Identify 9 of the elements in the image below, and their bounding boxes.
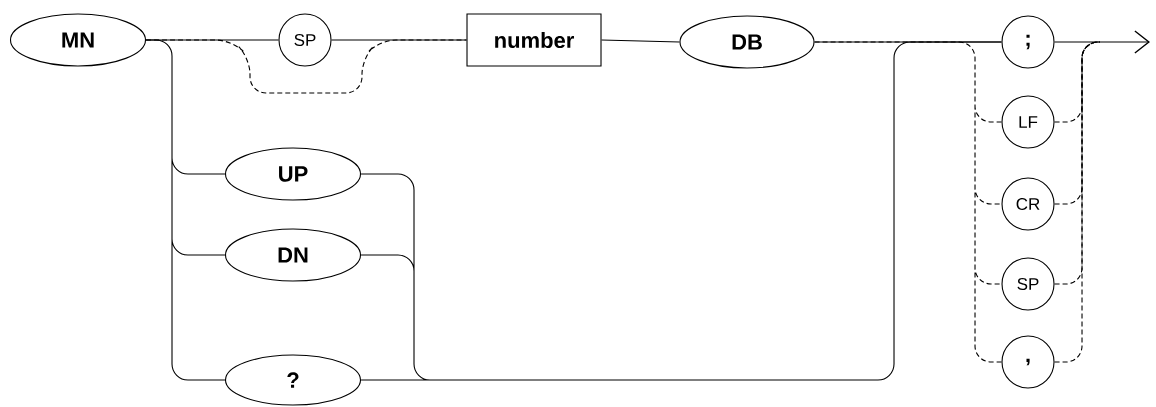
optional-path-line (1054, 41, 1101, 285)
parameter-box: number (466, 13, 602, 67)
optional-path-line (814, 41, 1002, 363)
path-line (145, 39, 226, 381)
path-line (601, 39, 680, 43)
path-line (360, 41, 1002, 381)
path-line (331, 39, 467, 41)
optional-path-line (1054, 41, 1101, 363)
exit-arrow (1054, 30, 1150, 54)
